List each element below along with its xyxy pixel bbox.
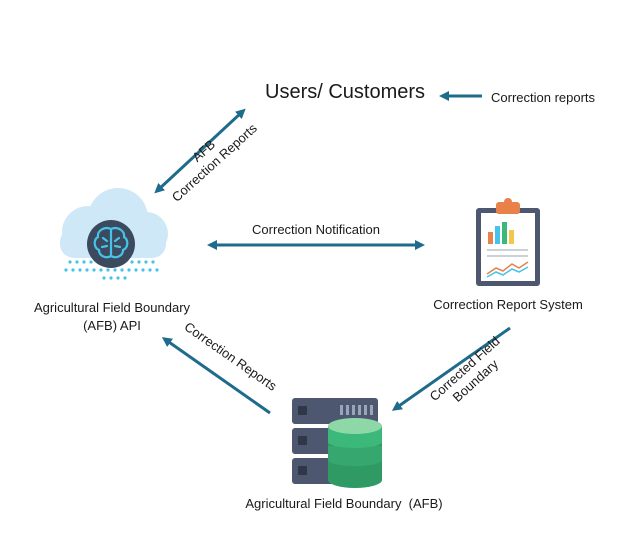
system-afb-label: Corrected Field Boundary	[427, 333, 503, 404]
cloud-brain-icon	[60, 188, 168, 280]
api-node-label-line1: Agricultural Field Boundary	[34, 300, 191, 315]
notification-label: Correction Notification	[252, 222, 380, 237]
afb-node-label: Agricultural Field Boundary (AFB)	[245, 496, 442, 511]
incoming-reports-label: Correction reports	[491, 90, 596, 105]
afb-api-label-text: Correction Reports	[182, 319, 280, 394]
users-api-label: AFB Correction Reports	[169, 120, 260, 204]
users-node-label: Users/ Customers	[265, 81, 425, 103]
api-node-label-line2: (AFB) API	[83, 318, 141, 333]
afb-api-label: Correction Reports	[182, 319, 280, 394]
clipboard-chart-icon	[476, 198, 540, 286]
arrow-users-api	[154, 108, 246, 194]
users-api-label-line2: Correction Reports	[169, 120, 260, 204]
arrow-system-afb	[391, 326, 511, 411]
report-system-label: Correction Report System	[433, 297, 583, 312]
server-database-icon	[292, 398, 382, 488]
arrow-afb-api	[161, 337, 271, 415]
